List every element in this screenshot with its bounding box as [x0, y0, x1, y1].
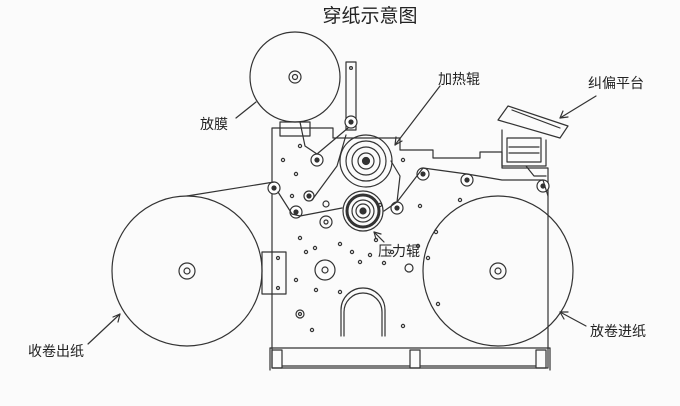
rewind-output-roll	[111, 195, 263, 347]
unwind-input-roll	[422, 195, 574, 347]
label-rewind-output: 收卷出纸	[28, 344, 84, 360]
web-path	[186, 121, 549, 217]
guide-rollers	[267, 115, 550, 219]
label-unwind-input: 放卷进纸	[590, 324, 646, 340]
diagram-title: 穿纸示意图	[322, 5, 417, 27]
pressure-roller	[342, 190, 384, 232]
label-heating-roller: 加热辊	[438, 72, 480, 88]
label-pressure-roller: 压力辊	[378, 244, 420, 260]
heating-roller	[339, 134, 393, 188]
label-film-unwind: 放膜	[200, 117, 228, 133]
film-unwind-roll	[249, 31, 341, 137]
leader-lines	[87, 85, 597, 345]
label-web-guide-platform: 纠偏平台	[588, 76, 644, 92]
web-guide-platform	[497, 105, 569, 177]
